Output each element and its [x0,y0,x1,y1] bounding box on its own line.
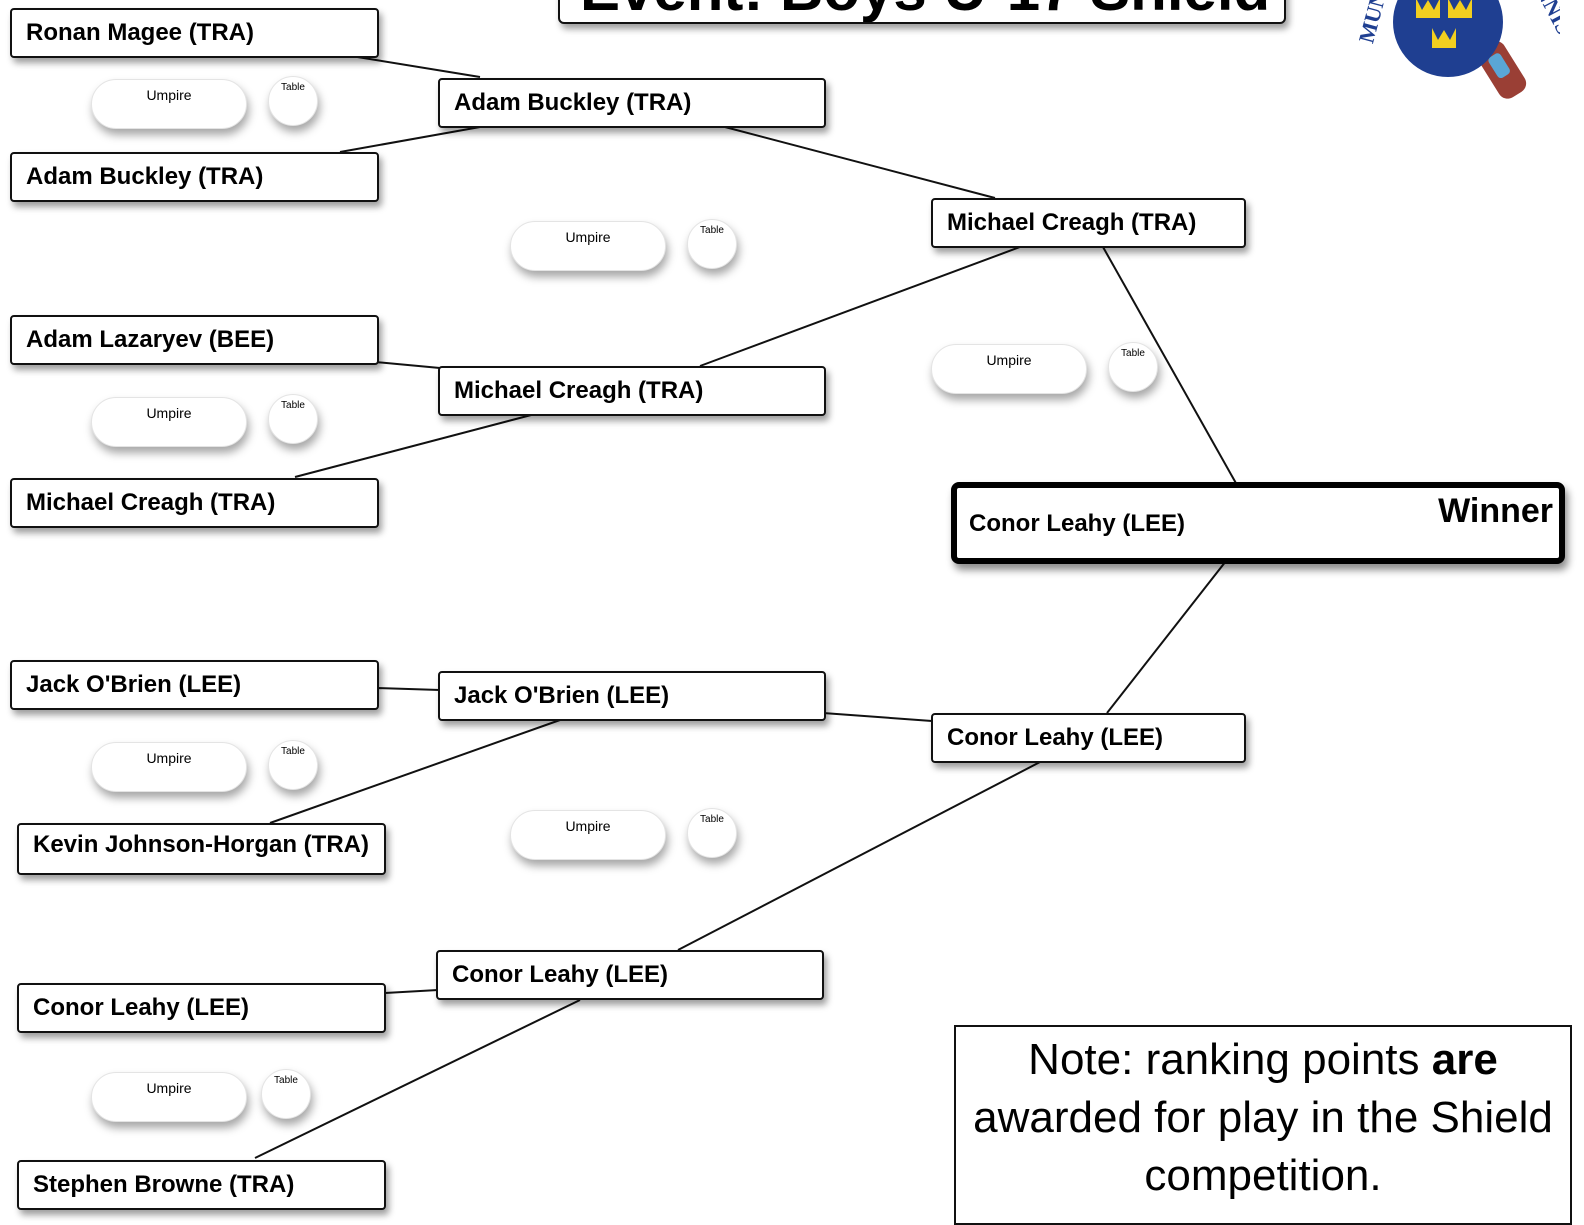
r1-player-6: Kevin Johnson-Horgan (TRA) [17,823,386,875]
winner-label: Winner [1438,492,1553,530]
r1-player-7: Conor Leahy (LEE) [17,983,386,1033]
r1-player-5: Jack O'Brien (LEE) [10,660,379,710]
note-prefix: Note: ranking points [1028,1035,1432,1084]
r1-player-8: Stephen Browne (TRA) [17,1160,386,1210]
table-field[interactable]: Table [268,394,318,444]
umpire-field[interactable]: Umpire [91,397,247,447]
logo-text-right: NNIS [1531,0,1560,39]
umpire-field[interactable]: Umpire [91,1072,247,1122]
umpire-field[interactable]: Umpire [510,221,666,271]
umpire-field[interactable]: Umpire [931,344,1087,394]
r1-player-3: Adam Lazaryev (BEE) [10,315,379,365]
r1-player-4: Michael Creagh (TRA) [10,478,379,528]
winner-name: Conor Leahy (LEE) [969,510,1186,537]
r2-player-3: Jack O'Brien (LEE) [438,671,826,721]
table-field[interactable]: Table [268,76,318,126]
munster-table-tennis-logo: MUNS NNIS [1353,0,1560,99]
table-field[interactable]: Table [687,808,737,858]
r1-player-2: Adam Buckley (TRA) [10,152,379,202]
umpire-field[interactable]: Umpire [510,810,666,860]
umpire-field[interactable]: Umpire [91,742,247,792]
table-field[interactable]: Table [687,219,737,269]
note-suffix: awarded for play in the Shield competiti… [973,1093,1553,1200]
r1-player-1: Ronan Magee (TRA) [10,8,379,58]
event-title: Event: Boys U-17 Shield [558,0,1286,24]
table-field[interactable]: Table [261,1069,311,1119]
winner-box: Conor Leahy (LEE) Winner [951,482,1565,564]
r2-player-1: Adam Buckley (TRA) [438,78,826,128]
semi-player-1: Michael Creagh (TRA) [931,198,1246,248]
umpire-field[interactable]: Umpire [91,79,247,129]
r2-player-2: Michael Creagh (TRA) [438,366,826,416]
semi-player-2: Conor Leahy (LEE) [931,713,1246,763]
note-emphasis: are [1431,1035,1498,1084]
r2-player-4: Conor Leahy (LEE) [436,950,824,1000]
ranking-points-note: Note: ranking points are awarded for pla… [954,1025,1572,1225]
table-field[interactable]: Table [1108,342,1158,392]
logo-text-left: MUNS [1353,0,1394,46]
table-field[interactable]: Table [268,740,318,790]
